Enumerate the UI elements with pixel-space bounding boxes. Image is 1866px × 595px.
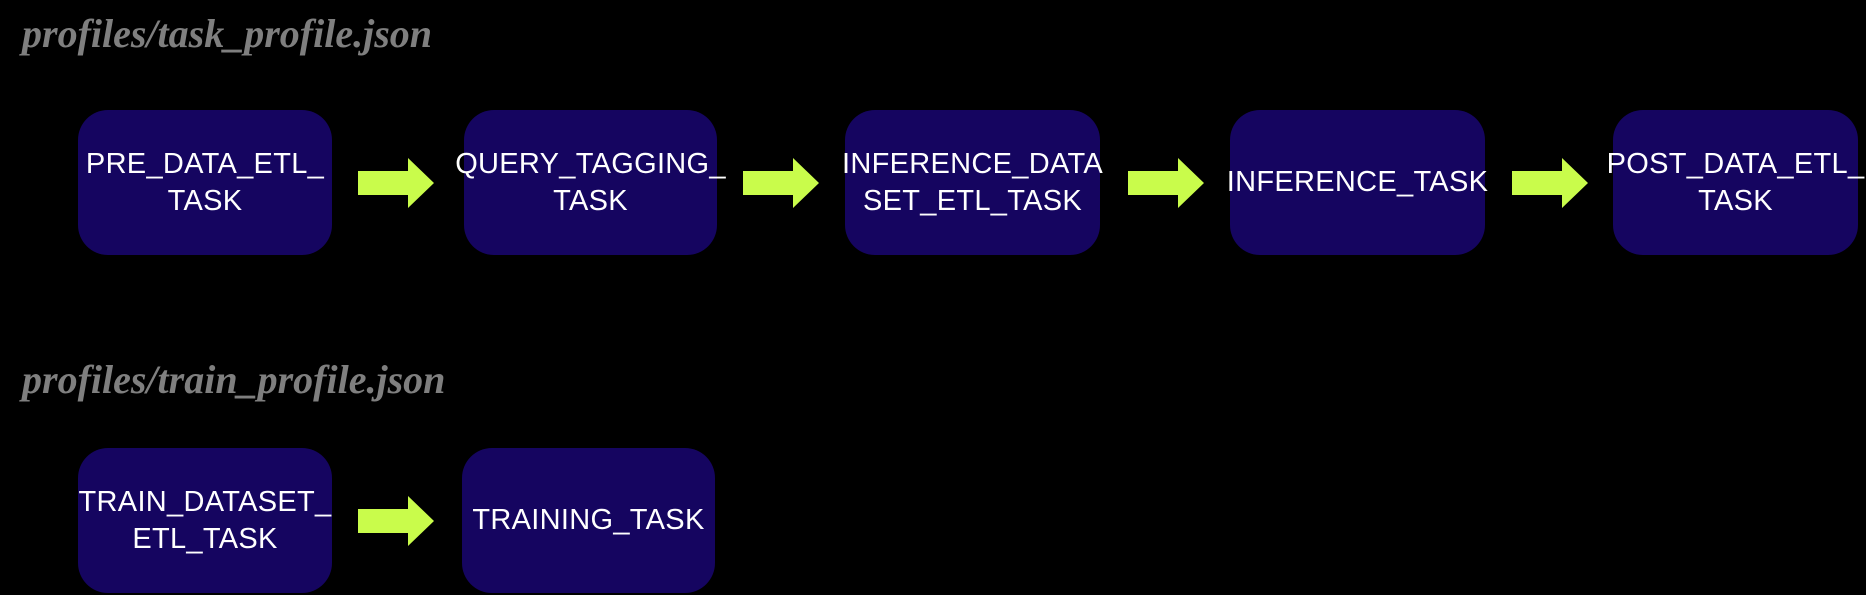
train-profile-title: profiles/train_profile.json [22,357,446,402]
task-node-inference: INFERENCE_TASK [1227,110,1488,255]
flow-arrow-icon [358,496,434,546]
task-node-post-data-etl: POST_DATA_ETL_ TASK [1607,110,1864,255]
task-node-query-tagging: QUERY_TAGGING_ TASK [455,110,726,255]
task-node-pre-data-etl: PRE_DATA_ETL_ TASK [78,110,332,255]
flow-arrow-icon [358,158,434,208]
flow-arrow-icon [743,158,819,208]
train-node-training: TRAINING_TASK [462,448,715,593]
task-node-inference-dataset-etl: INFERENCE_DATA SET_ETL_TASK [842,110,1103,255]
flow-arrow-icon [1512,158,1588,208]
task-profile-title: profiles/task_profile.json [22,11,433,56]
flow-arrow-icon [1128,158,1204,208]
train-node-train-dataset-etl: TRAIN_DATASET_ ETL_TASK [78,448,332,593]
